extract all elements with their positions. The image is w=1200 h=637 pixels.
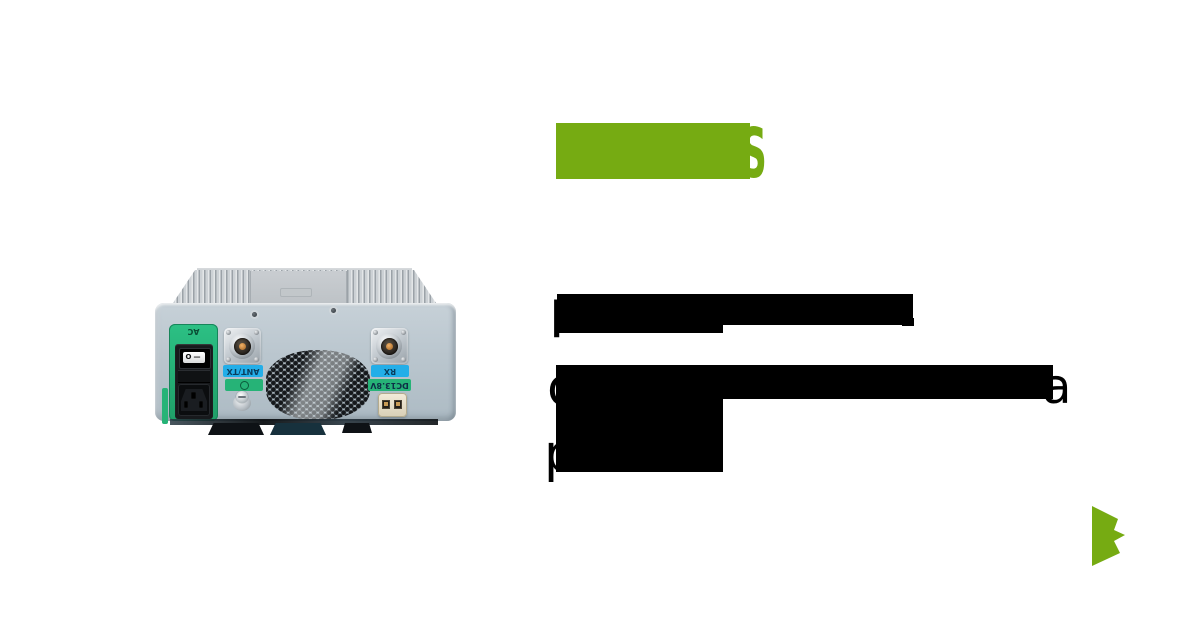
flange-screw-icon [373,357,378,362]
flange-screw-icon [401,330,406,335]
dc-voltage-label: DC13.8V [368,379,411,391]
n-connector-right [371,328,408,364]
ground-stud-slot [238,396,246,398]
connector-center-pin [385,342,393,350]
ground-symbol-icon [240,381,249,390]
ac-label: AC [187,327,200,336]
ac-socket-live-pin [184,401,188,408]
panel-screw-icon [331,308,336,313]
flange-screw-icon [226,357,231,362]
flange-screw-icon [254,330,259,335]
ac-socket-ground-pin [191,392,196,399]
device-foot [208,423,264,435]
dc-pin [396,402,400,406]
switch-off-mark: O [185,353,194,361]
flange-screw-icon [373,330,378,335]
half-star-icon [1092,506,1125,566]
ant-tx-label: ANT/TX [223,365,263,377]
panel-screw-icon [252,312,257,317]
device-base-shadow [170,419,438,425]
flange-screw-icon [226,330,231,335]
device-foot [342,423,372,433]
heatsink-label-recess [280,288,312,297]
product-image-repeater-rear: AC O— ANT/TX [152,268,457,440]
ac-socket-neutral-pin [199,401,203,408]
switch-on-mark: — [193,353,203,361]
device-foot [270,423,326,435]
paragraph-line2-3-redaction-column [556,365,723,472]
flange-screw-icon [401,357,406,362]
rx-label: RX [371,365,409,377]
ground-label [225,379,263,391]
paragraph-line1-redaction-tail [902,318,914,326]
n-connector-left [224,328,261,364]
connector-center-pin [238,342,246,350]
vent-highlight [266,350,370,420]
connector-barrel [229,333,255,359]
dc-pin [384,402,388,406]
dc-power-connector [378,393,407,417]
fuse-holder [178,370,210,383]
connector-dielectric [380,337,398,355]
paragraph-line1-redaction-tall [557,294,723,333]
connector-dielectric [233,337,251,355]
headline-redaction-block [556,123,750,179]
connector-barrel [376,333,402,359]
headline-suffix: S [741,114,767,194]
flange-screw-icon [254,357,259,362]
ac-label-edge-wrap [162,388,168,424]
rocker-switch: O— [183,352,205,363]
